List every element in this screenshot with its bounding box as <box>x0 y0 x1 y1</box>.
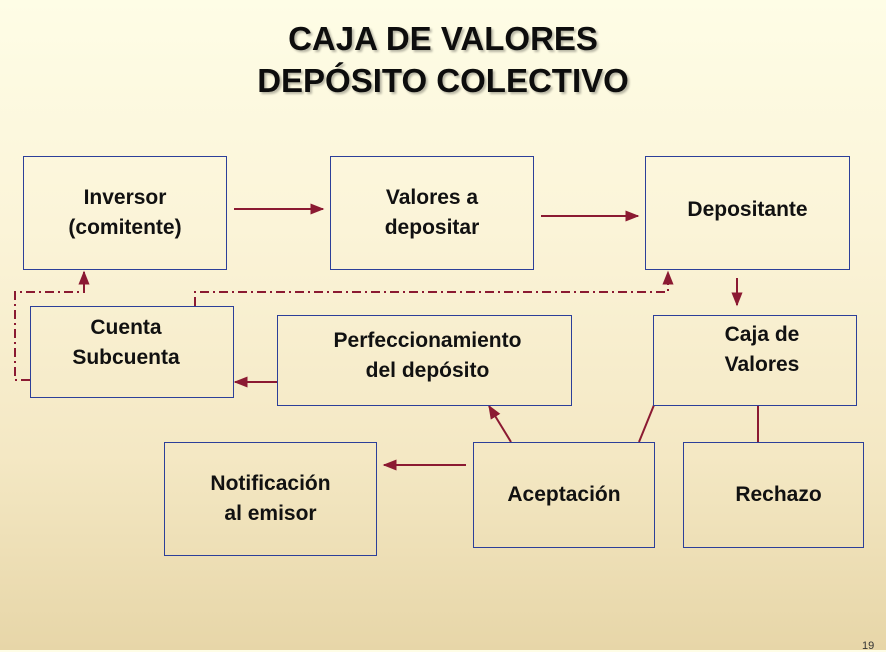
box-aceptacion: Aceptación <box>473 442 655 548</box>
line-caja-to-aceptacion <box>638 404 655 443</box>
box-valores-a-depositar: Valores a depositar <box>330 156 534 270</box>
dashed-cuenta-to-inversor <box>14 270 90 381</box>
box-cuenta-subcuenta: Cuenta Subcuenta <box>30 306 234 398</box>
box-perfeccionamiento: Perfeccionamiento del depósito <box>277 315 572 406</box>
box-caja-de-valores: Caja de Valores <box>653 315 857 406</box>
slide-title: CAJA DE VALORES DEPÓSITO COLECTIVO <box>0 18 886 102</box>
box-notificacion: Notificación al emisor <box>164 442 377 556</box>
box-rechazo: Rechazo <box>683 442 864 548</box>
arrow-aceptacion-to-perfeccionamiento <box>488 404 512 443</box>
box-inversor: Inversor (comitente) <box>23 156 227 270</box>
box-depositante: Depositante <box>645 156 850 270</box>
title-line-1: CAJA DE VALORES <box>288 20 598 57</box>
page-number: 19 <box>862 640 875 652</box>
dashed-cuenta-to-depositante <box>194 270 674 306</box>
title-line-2: DEPÓSITO COLECTIVO <box>257 62 629 99</box>
